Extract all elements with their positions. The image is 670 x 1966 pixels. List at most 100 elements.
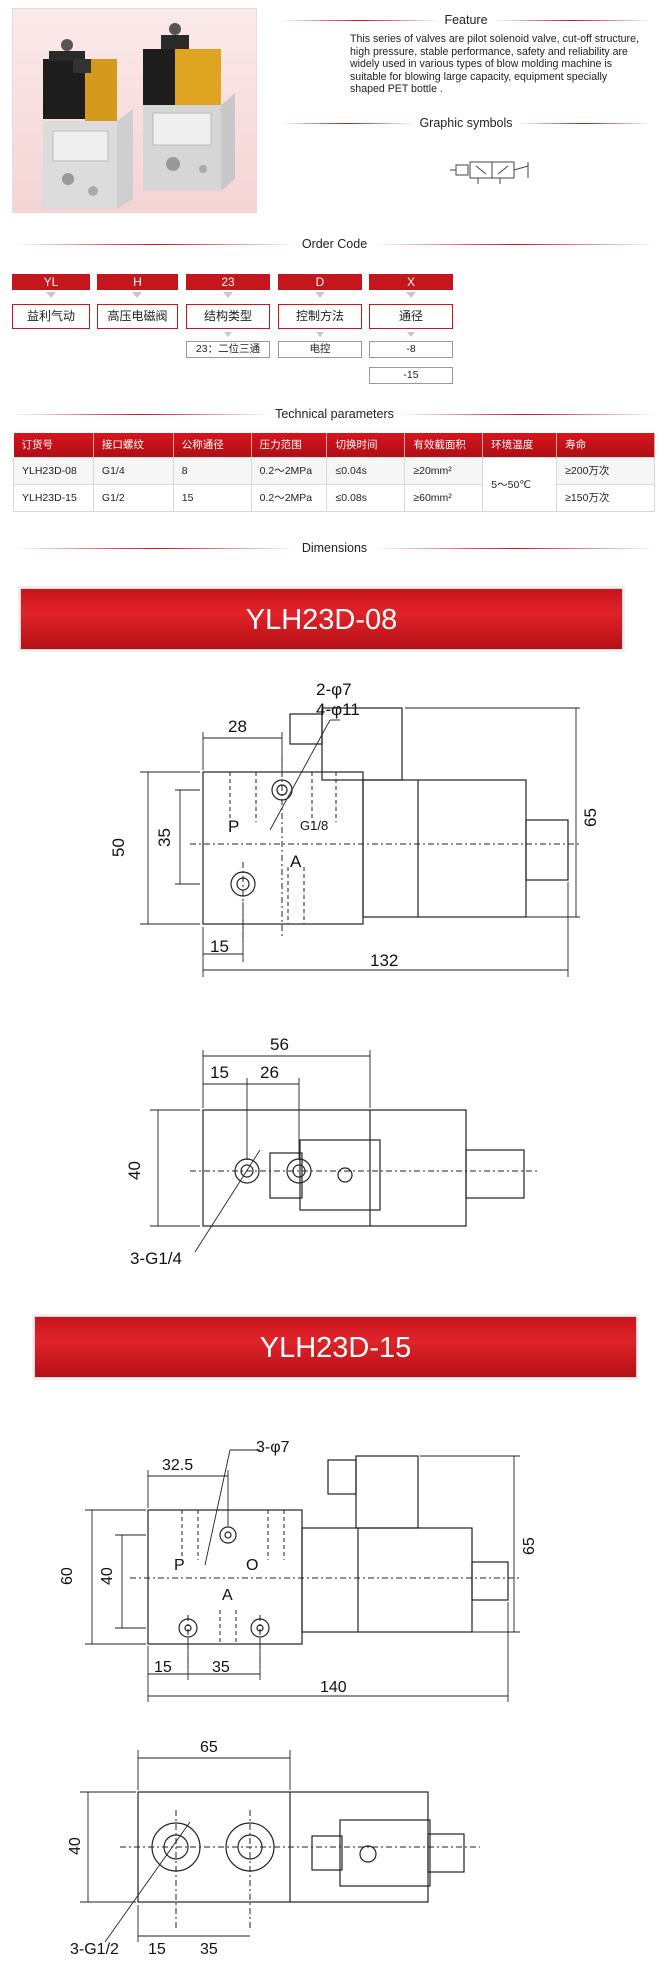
th-life: 寿命 bbox=[556, 433, 655, 457]
cell: ≤0.08s bbox=[326, 483, 406, 512]
port-o: O bbox=[246, 1557, 258, 1574]
cell: YLH23D-15 bbox=[13, 483, 94, 512]
cell-temperature: 5～50℃ bbox=[482, 456, 558, 512]
model-banner-15: YLH23D-15 bbox=[34, 1316, 637, 1378]
code-23: 23 bbox=[186, 274, 270, 290]
cell: 0.2～2MPa bbox=[250, 483, 328, 512]
hole-note-1: 2-φ7 bbox=[316, 680, 352, 699]
table-header-row: 订货号 接口螺纹 公称通径 压力范围 切换时间 有效截面积 环境温度 寿命 bbox=[13, 433, 655, 457]
dim-b: 26 bbox=[260, 1063, 279, 1082]
arrow-down-icon bbox=[132, 292, 142, 298]
cell: G1/4 bbox=[92, 456, 174, 485]
dim-left: 15 bbox=[154, 1659, 172, 1676]
arrow-down-icon bbox=[316, 332, 324, 337]
code-h: H bbox=[97, 274, 178, 290]
feature-header: Feature bbox=[280, 12, 652, 28]
dim-height: 60 bbox=[59, 1567, 76, 1585]
dim-mid: 35 bbox=[212, 1659, 230, 1676]
dim-right: 65 bbox=[581, 808, 600, 827]
cell: ≤0.04s bbox=[326, 456, 406, 485]
name-control: 控制方法 bbox=[278, 304, 362, 329]
code-d: D bbox=[278, 274, 362, 290]
technical-title: Technical parameters bbox=[275, 407, 394, 421]
arrow-down-icon bbox=[46, 292, 56, 298]
dim-left: 15 bbox=[210, 937, 229, 956]
dim-height: 40 bbox=[67, 1837, 84, 1855]
port-thread: G1/8 bbox=[300, 818, 328, 833]
table-row: YLH23D-08 G1/4 8 0.2～2MPa ≤0.04s ≥20mm² … bbox=[13, 456, 655, 512]
cell: 8 bbox=[172, 456, 252, 485]
dim-a: 15 bbox=[210, 1063, 229, 1082]
th-bore: 公称通径 bbox=[173, 433, 252, 457]
feature-description: This series of valves are pilot solenoid… bbox=[350, 33, 639, 96]
order-code-title: Order Code bbox=[301, 237, 368, 251]
port-p: P bbox=[174, 1557, 185, 1574]
product-photo-illustration bbox=[43, 23, 235, 209]
dim-top: 28 bbox=[228, 717, 247, 736]
port-a: A bbox=[222, 1587, 233, 1604]
technical-header: Technical parameters bbox=[12, 406, 657, 422]
name-type: 高压电磁阀 bbox=[97, 304, 178, 329]
th-thread: 接口螺纹 bbox=[93, 433, 174, 457]
hole-note: 3-φ7 bbox=[256, 1439, 290, 1456]
cell: ≥150万次 bbox=[556, 483, 655, 512]
drawing-08-top: 56 15 26 40 3-G1/4 bbox=[125, 1035, 540, 1268]
arrow-down-icon bbox=[406, 292, 416, 298]
dimensions-title: Dimensions bbox=[301, 541, 368, 555]
dim-total: 65 bbox=[200, 1739, 218, 1756]
dim-top: 32.5 bbox=[162, 1457, 193, 1474]
name-size: 通径 bbox=[369, 304, 453, 329]
structure-option: 23：二位三通 bbox=[186, 341, 270, 358]
arrow-down-icon bbox=[315, 292, 325, 298]
drawing-08-front: 2-φ7 4-φ11 28 50 35 15 132 65 P A G1/8 bbox=[109, 680, 600, 977]
model-banner-08: YLH23D-08 bbox=[20, 588, 623, 650]
valve-left bbox=[43, 39, 133, 209]
dim-total: 56 bbox=[270, 1035, 289, 1054]
dim-height: 40 bbox=[125, 1161, 144, 1180]
port-p: P bbox=[228, 817, 239, 836]
dim-height: 50 bbox=[109, 838, 128, 857]
name-brand: 益利气动 bbox=[12, 304, 90, 329]
dim-right: 65 bbox=[521, 1537, 538, 1555]
cell: ≥60mm² bbox=[404, 483, 484, 512]
th-temperature: 环境温度 bbox=[482, 433, 558, 457]
valve-right bbox=[143, 23, 235, 191]
th-order-no: 订货号 bbox=[13, 433, 94, 457]
arrow-down-icon bbox=[407, 332, 415, 337]
dim-length: 132 bbox=[370, 951, 398, 970]
code-x: X bbox=[369, 274, 453, 290]
dim-inner: 40 bbox=[99, 1567, 116, 1585]
arrow-down-icon bbox=[223, 292, 233, 298]
name-structure: 结构类型 bbox=[186, 304, 270, 329]
dimensions-header: Dimensions bbox=[12, 540, 657, 556]
th-pressure: 压力范围 bbox=[251, 433, 328, 457]
valve-symbol-icon bbox=[450, 161, 529, 184]
order-code-header: Order Code bbox=[12, 236, 657, 252]
dim-inner: 35 bbox=[155, 828, 174, 847]
arrow-down-icon bbox=[224, 332, 232, 337]
feature-title: Feature bbox=[444, 13, 488, 27]
graphic-symbols-title: Graphic symbols bbox=[419, 116, 513, 130]
dim-a: 15 bbox=[148, 1941, 166, 1958]
cell: 0.2～2MPa bbox=[250, 456, 328, 485]
cell: ≥200万次 bbox=[556, 456, 655, 485]
size-option-15: -15 bbox=[369, 367, 453, 384]
code-yl: YL bbox=[12, 274, 90, 290]
drawing-15-front: 3-φ7 32.5 60 40 15 35 140 65 P O A bbox=[59, 1439, 538, 1702]
port-note: 3-G1/4 bbox=[130, 1249, 182, 1268]
cell: ≥20mm² bbox=[404, 456, 484, 485]
cell: 15 bbox=[172, 483, 252, 512]
dim-b: 35 bbox=[200, 1941, 218, 1958]
graphic-symbols-header: Graphic symbols bbox=[280, 115, 652, 131]
port-a: A bbox=[290, 852, 302, 871]
product-photo bbox=[12, 8, 257, 213]
size-option-8: -8 bbox=[369, 341, 453, 358]
technical-table: 订货号 接口螺纹 公称通径 压力范围 切换时间 有效截面积 环境温度 寿命 YL… bbox=[13, 433, 655, 512]
port-note: 3-G1/2 bbox=[70, 1941, 119, 1958]
table-row: YLH23D-15 G1/2 15 0.2～2MPa ≤0.08s ≥60mm²… bbox=[13, 483, 655, 512]
cell: YLH23D-08 bbox=[13, 456, 94, 485]
hole-note-2: 4-φ11 bbox=[316, 700, 360, 719]
cell: G1/2 bbox=[92, 483, 174, 512]
th-switch-time: 切换时间 bbox=[326, 433, 406, 457]
drawing-15-top: 65 40 3-G1/2 15 35 bbox=[67, 1739, 480, 1958]
